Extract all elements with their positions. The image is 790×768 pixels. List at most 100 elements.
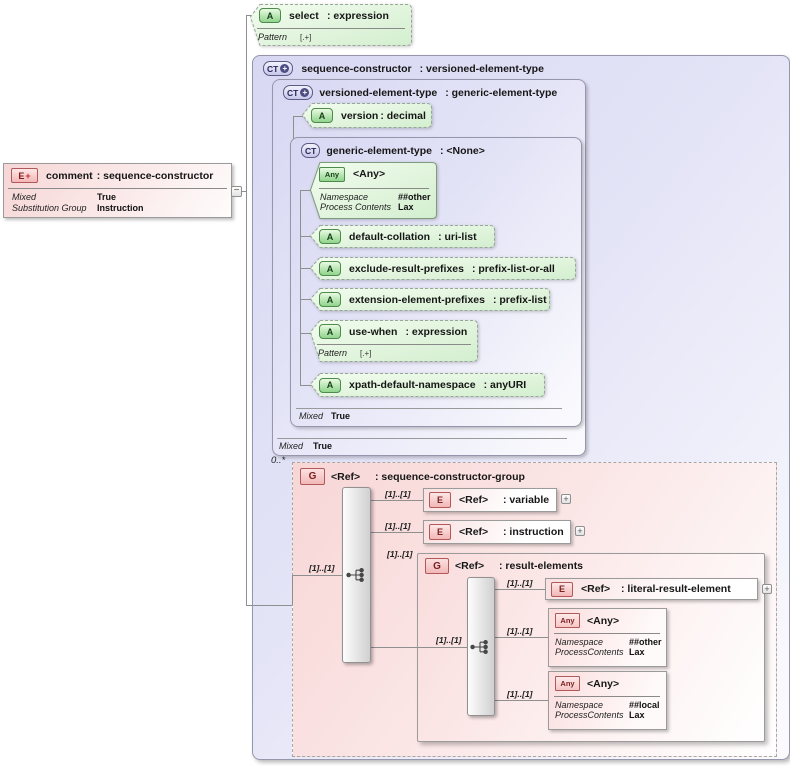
exclude-result-prefixes-attribute-box[interactable]: A exclude-result-prefixes : prefix-list-… (310, 257, 576, 280)
any-name: <Any> (587, 614, 620, 627)
select-attribute-box[interactable]: A select : expression Pattern [.+] (250, 4, 412, 46)
collapse-button[interactable]: − (231, 186, 242, 197)
attribute-trunk-line (300, 190, 301, 385)
facet-label: Pattern (258, 32, 288, 42)
any-wildcard-box[interactable]: Any <Any> Namespace ##local ProcessConte… (548, 671, 667, 730)
property-label: Process Contents (320, 202, 392, 212)
element-icon: E (429, 492, 451, 508)
cardinality-label: [1]..[1] (507, 626, 533, 636)
group-icon: G (425, 558, 449, 574)
type-base: : versioned-element-type (419, 62, 544, 75)
xpath-default-namespace-attribute-box[interactable]: A xpath-default-namespace : anyURI (310, 373, 545, 397)
property-value: Instruction (97, 203, 144, 213)
group-icon: G (300, 468, 325, 485)
sequence-icon (345, 567, 364, 583)
attribute-name: exclude-result-prefixes (349, 262, 464, 275)
any-name: <Any> (353, 168, 386, 180)
any-icon: Any (319, 166, 345, 182)
group-header: G <Ref> : sequence-constructor-group (293, 463, 776, 485)
comment-element-box[interactable]: E+ comment : sequence-constructor Mixed … (3, 163, 232, 218)
connector-line (300, 268, 311, 269)
cardinality-label: [1]..[1] (387, 549, 413, 559)
attribute-icon: A (319, 261, 341, 276)
complex-type-icon: CT+ (283, 85, 314, 100)
group-input-line (292, 575, 342, 576)
attribute-type: : uri-list (438, 230, 477, 243)
type-name: versioned-element-type (319, 86, 438, 99)
group-ref-name: <Ref> (455, 560, 485, 572)
connector-line (246, 605, 292, 606)
attribute-name: select (289, 9, 319, 22)
facet-divider (317, 344, 471, 345)
default-collation-attribute-box[interactable]: A default-collation : uri-list (310, 225, 495, 248)
connector-line (300, 385, 311, 386)
expand-button[interactable]: + (561, 494, 571, 504)
connector-line (300, 299, 311, 300)
connector-line (293, 116, 294, 139)
property-value: Lax (629, 710, 645, 720)
type-base: : <None> (439, 144, 485, 157)
attribute-name: xpath-default-namespace (349, 379, 476, 391)
any-wildcard-box[interactable]: Any <Any> Namespace ##other Process Cont… (310, 162, 437, 219)
version-attribute-box[interactable]: A version : decimal (302, 103, 432, 128)
type-base: : generic-element-type (445, 86, 558, 99)
literal-result-element-box[interactable]: E <Ref> : literal-result-element (545, 578, 758, 600)
facet-value: [.+] (360, 349, 372, 358)
connector-trunk-line (246, 15, 247, 605)
element-plus-icon: E+ (11, 168, 38, 183)
connector-line (300, 333, 311, 334)
instruction-element-box[interactable]: E <Ref> : instruction (423, 520, 571, 544)
facet-label: Pattern (318, 348, 348, 358)
property-label: ProcessContents (555, 647, 624, 657)
complex-type-icon: CT (301, 143, 321, 158)
group-type: : sequence-constructor-group (375, 470, 525, 483)
any-icon: Any (555, 676, 580, 691)
connector-line (293, 116, 303, 117)
attribute-icon: A (319, 229, 341, 244)
connector-line (300, 190, 311, 191)
type-name: generic-element-type (326, 144, 432, 157)
property-label: Substitution Group (12, 203, 87, 213)
variable-element-box[interactable]: E <Ref> : variable (423, 488, 557, 512)
property-label: Namespace (555, 700, 604, 710)
connector-line (371, 647, 467, 648)
property-value: Lax (398, 202, 414, 212)
property-label: Mixed (12, 192, 37, 202)
facet-value: [.+] (300, 33, 312, 42)
element-icon: E (429, 524, 451, 540)
property-label: ProcessContents (555, 710, 624, 720)
element-name: comment (46, 169, 93, 182)
mixed-label: Mixed (279, 441, 304, 451)
cardinality-label: [1]..[1] (507, 578, 533, 588)
sequence-compositor-bar[interactable] (467, 577, 495, 716)
expand-button[interactable]: + (575, 526, 585, 536)
any-wildcard-box[interactable]: Any <Any> Namespace ##other ProcessConte… (548, 608, 667, 667)
mixed-value: True (313, 441, 333, 451)
attribute-name: version (341, 109, 379, 122)
use-when-attribute-box[interactable]: A use-when : expression Pattern [.+] (310, 320, 478, 362)
attribute-type: : expression (405, 325, 468, 338)
attribute-name: default-collation (349, 230, 431, 243)
attribute-type: : decimal (380, 109, 426, 122)
property-value: ##other (629, 637, 662, 647)
element-ref-name: <Ref> (459, 526, 489, 538)
attribute-type: : expression (327, 9, 389, 22)
attribute-type: : prefix-list (492, 293, 547, 306)
property-value: ##other (398, 192, 431, 202)
facet-divider (257, 28, 405, 29)
generic-element-type-header: CT generic-element-type : <None> (291, 138, 581, 158)
sequence-compositor-bar[interactable] (342, 487, 371, 663)
group-ref-name: <Ref> (331, 470, 361, 483)
connector-line (495, 637, 548, 638)
attribute-icon: A (259, 8, 281, 23)
expand-button[interactable]: + (762, 584, 772, 594)
extension-element-prefixes-attribute-box[interactable]: A extension-element-prefixes : prefix-li… (310, 288, 550, 311)
sequence-constructor-header: CT+ sequence-constructor : versioned-ele… (253, 56, 789, 76)
group-type: : result-elements (499, 560, 584, 572)
type-name: sequence-constructor (301, 62, 412, 75)
attribute-icon: A (311, 108, 333, 123)
property-divider (8, 188, 227, 189)
element-ref-name: <Ref> (581, 583, 611, 595)
occurrence-label: 0..* (271, 455, 286, 466)
